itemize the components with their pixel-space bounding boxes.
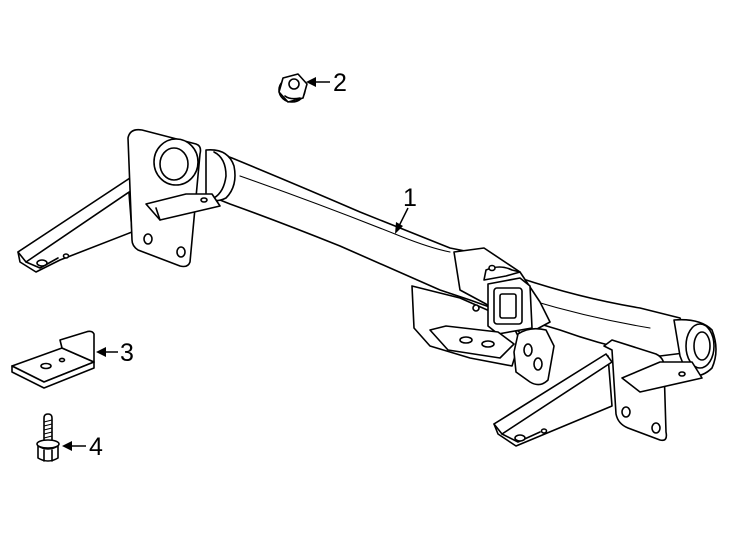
receiver-housing — [411, 247, 555, 386]
right-side-arm — [493, 353, 613, 447]
callout-4: 4 — [62, 433, 103, 461]
callout-2: 2 — [306, 69, 347, 97]
bracket-part — [11, 330, 95, 389]
flange-nut-part — [278, 73, 308, 103]
callout-4-label: 4 — [89, 433, 103, 461]
callout-2-label: 2 — [333, 69, 347, 97]
callout-3: 3 — [96, 339, 134, 367]
left-mount-plate — [127, 128, 236, 268]
callout-1-label: 1 — [403, 184, 417, 212]
left-side-arm — [17, 177, 136, 273]
right-mount-plate — [603, 318, 717, 442]
callout-3-label: 3 — [120, 339, 134, 367]
bolt-part — [36, 413, 60, 462]
callout-1: 1 — [395, 184, 417, 234]
hitch-assembly-part — [17, 128, 717, 447]
